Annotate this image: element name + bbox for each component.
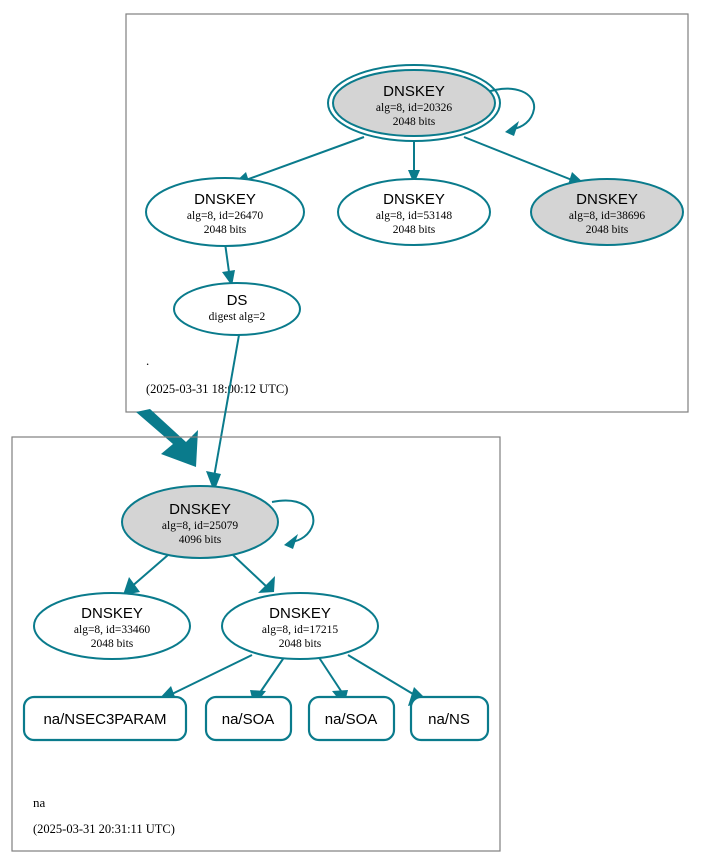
node-na-zsk-33460[interactable]: DNSKEY alg=8, id=33460 2048 bits bbox=[33, 592, 191, 660]
rrset-na-soa-2[interactable]: na/SOA bbox=[307, 695, 396, 742]
rrset-na-nsec3param[interactable]: na/NSEC3PARAM bbox=[22, 695, 188, 742]
node-subtitle-bits: 2048 bits bbox=[586, 224, 629, 236]
node-subtitle-bits: 2048 bits bbox=[393, 224, 436, 236]
zone-timestamp-root: (2025-03-31 18:00:12 UTC) bbox=[146, 382, 288, 396]
zone-box-root bbox=[125, 13, 689, 413]
rrset-label: na/NSEC3PARAM bbox=[43, 711, 166, 728]
node-subtitle-alg: alg=8, id=38696 bbox=[569, 210, 645, 222]
node-subtitle-bits: 4096 bits bbox=[179, 534, 222, 546]
edge-root-ksk-to-zsk-53148 bbox=[408, 140, 420, 184]
rrset-label: na/SOA bbox=[222, 711, 275, 728]
node-na-ksk-25079[interactable]: DNSKEY alg=8, id=25079 4096 bits bbox=[121, 485, 279, 559]
zone-box-na bbox=[11, 436, 501, 852]
rrset-na-ns[interactable]: na/NS bbox=[409, 695, 490, 742]
zone-label-root: . bbox=[146, 353, 149, 368]
node-title: DNSKEY bbox=[383, 83, 445, 100]
node-subtitle-alg: alg=8, id=20326 bbox=[376, 102, 452, 114]
rrset-na-soa-1[interactable]: na/SOA bbox=[204, 695, 293, 742]
zone-label-na: na bbox=[33, 795, 46, 810]
node-subtitle-alg: alg=8, id=53148 bbox=[376, 210, 452, 222]
node-root-zsk-26470[interactable]: DNSKEY alg=8, id=26470 2048 bits bbox=[145, 177, 305, 247]
node-title: DNSKEY bbox=[576, 191, 638, 208]
node-subtitle-alg: alg=8, id=33460 bbox=[74, 624, 150, 636]
rrset-label: na/NS bbox=[428, 711, 470, 728]
edge-self-sign-root-ksk bbox=[483, 87, 536, 136]
zone-timestamp-na: (2025-03-31 20:31:11 UTC) bbox=[33, 822, 175, 836]
node-subtitle-alg: alg=8, id=26470 bbox=[187, 210, 263, 222]
rrset-label: na/SOA bbox=[325, 711, 378, 728]
node-subtitle-alg: alg=8, id=17215 bbox=[262, 624, 338, 636]
edge-self-sign-na-ksk bbox=[271, 499, 315, 549]
node-subtitle-bits: 2048 bits bbox=[91, 638, 134, 650]
node-root-zsk-53148[interactable]: DNSKEY alg=8, id=53148 2048 bits bbox=[337, 178, 491, 246]
node-na-zsk-17215[interactable]: DNSKEY alg=8, id=17215 2048 bits bbox=[221, 592, 379, 660]
edge-na-ksk-to-zsk-33460 bbox=[123, 554, 169, 595]
node-title: DNSKEY bbox=[383, 191, 445, 208]
node-subtitle-alg: alg=8, id=25079 bbox=[162, 520, 238, 532]
node-title: DNSKEY bbox=[81, 605, 143, 622]
node-root-ksk-20326[interactable]: DNSKEY alg=8, id=20326 2048 bits bbox=[327, 64, 501, 142]
node-subtitle-bits: 2048 bits bbox=[204, 224, 247, 236]
node-title: DNSKEY bbox=[169, 501, 231, 518]
edge-na-ksk-to-zsk-17215 bbox=[232, 554, 275, 593]
edge-ds-to-na-ksk bbox=[206, 334, 240, 492]
edge-delegation-root-to-na bbox=[136, 409, 198, 467]
edge-zsk-26470-to-ds bbox=[222, 242, 235, 286]
node-subtitle-digest: digest alg=2 bbox=[209, 311, 266, 323]
node-title: DNSKEY bbox=[269, 605, 331, 622]
node-subtitle-bits: 2048 bits bbox=[393, 116, 436, 128]
node-subtitle-bits: 2048 bits bbox=[279, 638, 322, 650]
node-title: DS bbox=[227, 292, 248, 309]
node-root-zsk-38696[interactable]: DNSKEY alg=8, id=38696 2048 bits bbox=[530, 178, 684, 246]
node-title: DNSKEY bbox=[194, 191, 256, 208]
node-root-ds[interactable]: DS digest alg=2 bbox=[173, 282, 301, 336]
